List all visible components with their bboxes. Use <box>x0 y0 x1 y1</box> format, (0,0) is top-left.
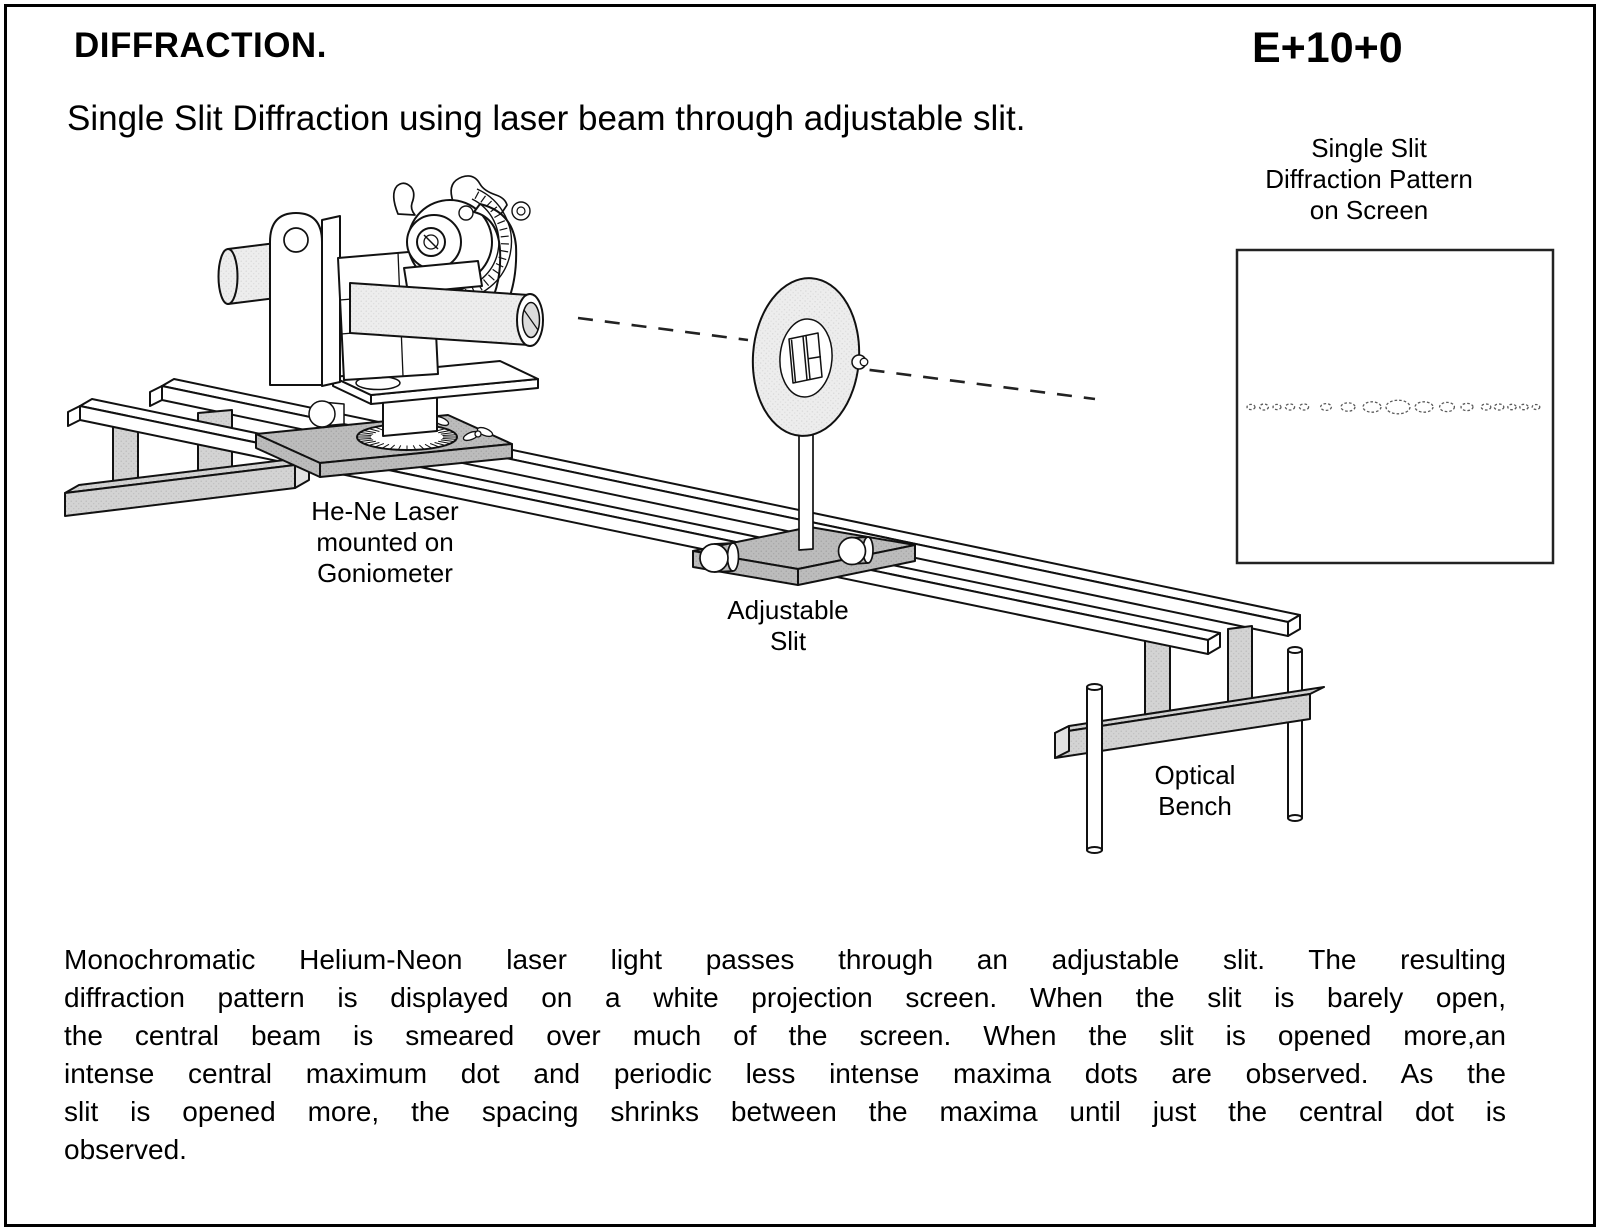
bench-foot-right <box>1054 686 1325 759</box>
slit-carrier-knobs <box>699 536 874 573</box>
bench-foot-left <box>64 456 310 517</box>
laser-caption: He-Ne Laser mounted on Goniometer <box>311 496 459 588</box>
slit-jaws <box>788 332 823 384</box>
paragraph-line: observed. <box>64 1134 187 1165</box>
page-subtitle: Single Slit Diffraction using laser beam… <box>67 99 1026 138</box>
diffraction-screen <box>1235 248 1555 565</box>
laser-beam-dashed-line <box>577 316 1096 401</box>
description-paragraph: Monochromatic Helium-Neon laser light pa… <box>64 941 1506 1169</box>
bench-caption: Optical Bench <box>1154 760 1236 821</box>
adjustable-slit-assembly <box>692 277 916 586</box>
screen-caption: Single Slit Diffraction Pattern on Scree… <box>1265 133 1473 225</box>
paragraph-line: diffraction pattern is displayed on a wh… <box>64 982 1506 1013</box>
diffraction-pattern-row <box>1246 399 1541 415</box>
demo-code: E+10+0 <box>1252 24 1403 72</box>
slit-caption: Adjustable Slit <box>727 595 849 656</box>
bench-leg-rod-front <box>1086 683 1103 854</box>
paragraph-line: intense central maximum dot and periodic… <box>64 1058 1506 1089</box>
paragraph-line: the central beam is smeared over much of… <box>64 1020 1506 1051</box>
paragraph-line: slit is opened more, the spacing shrinks… <box>64 1096 1506 1127</box>
page-title: DIFFRACTION. <box>74 26 327 65</box>
laser-assembly <box>217 175 544 478</box>
laser-tube <box>349 282 544 347</box>
paragraph-line: Monochromatic Helium-Neon laser light pa… <box>64 944 1506 975</box>
